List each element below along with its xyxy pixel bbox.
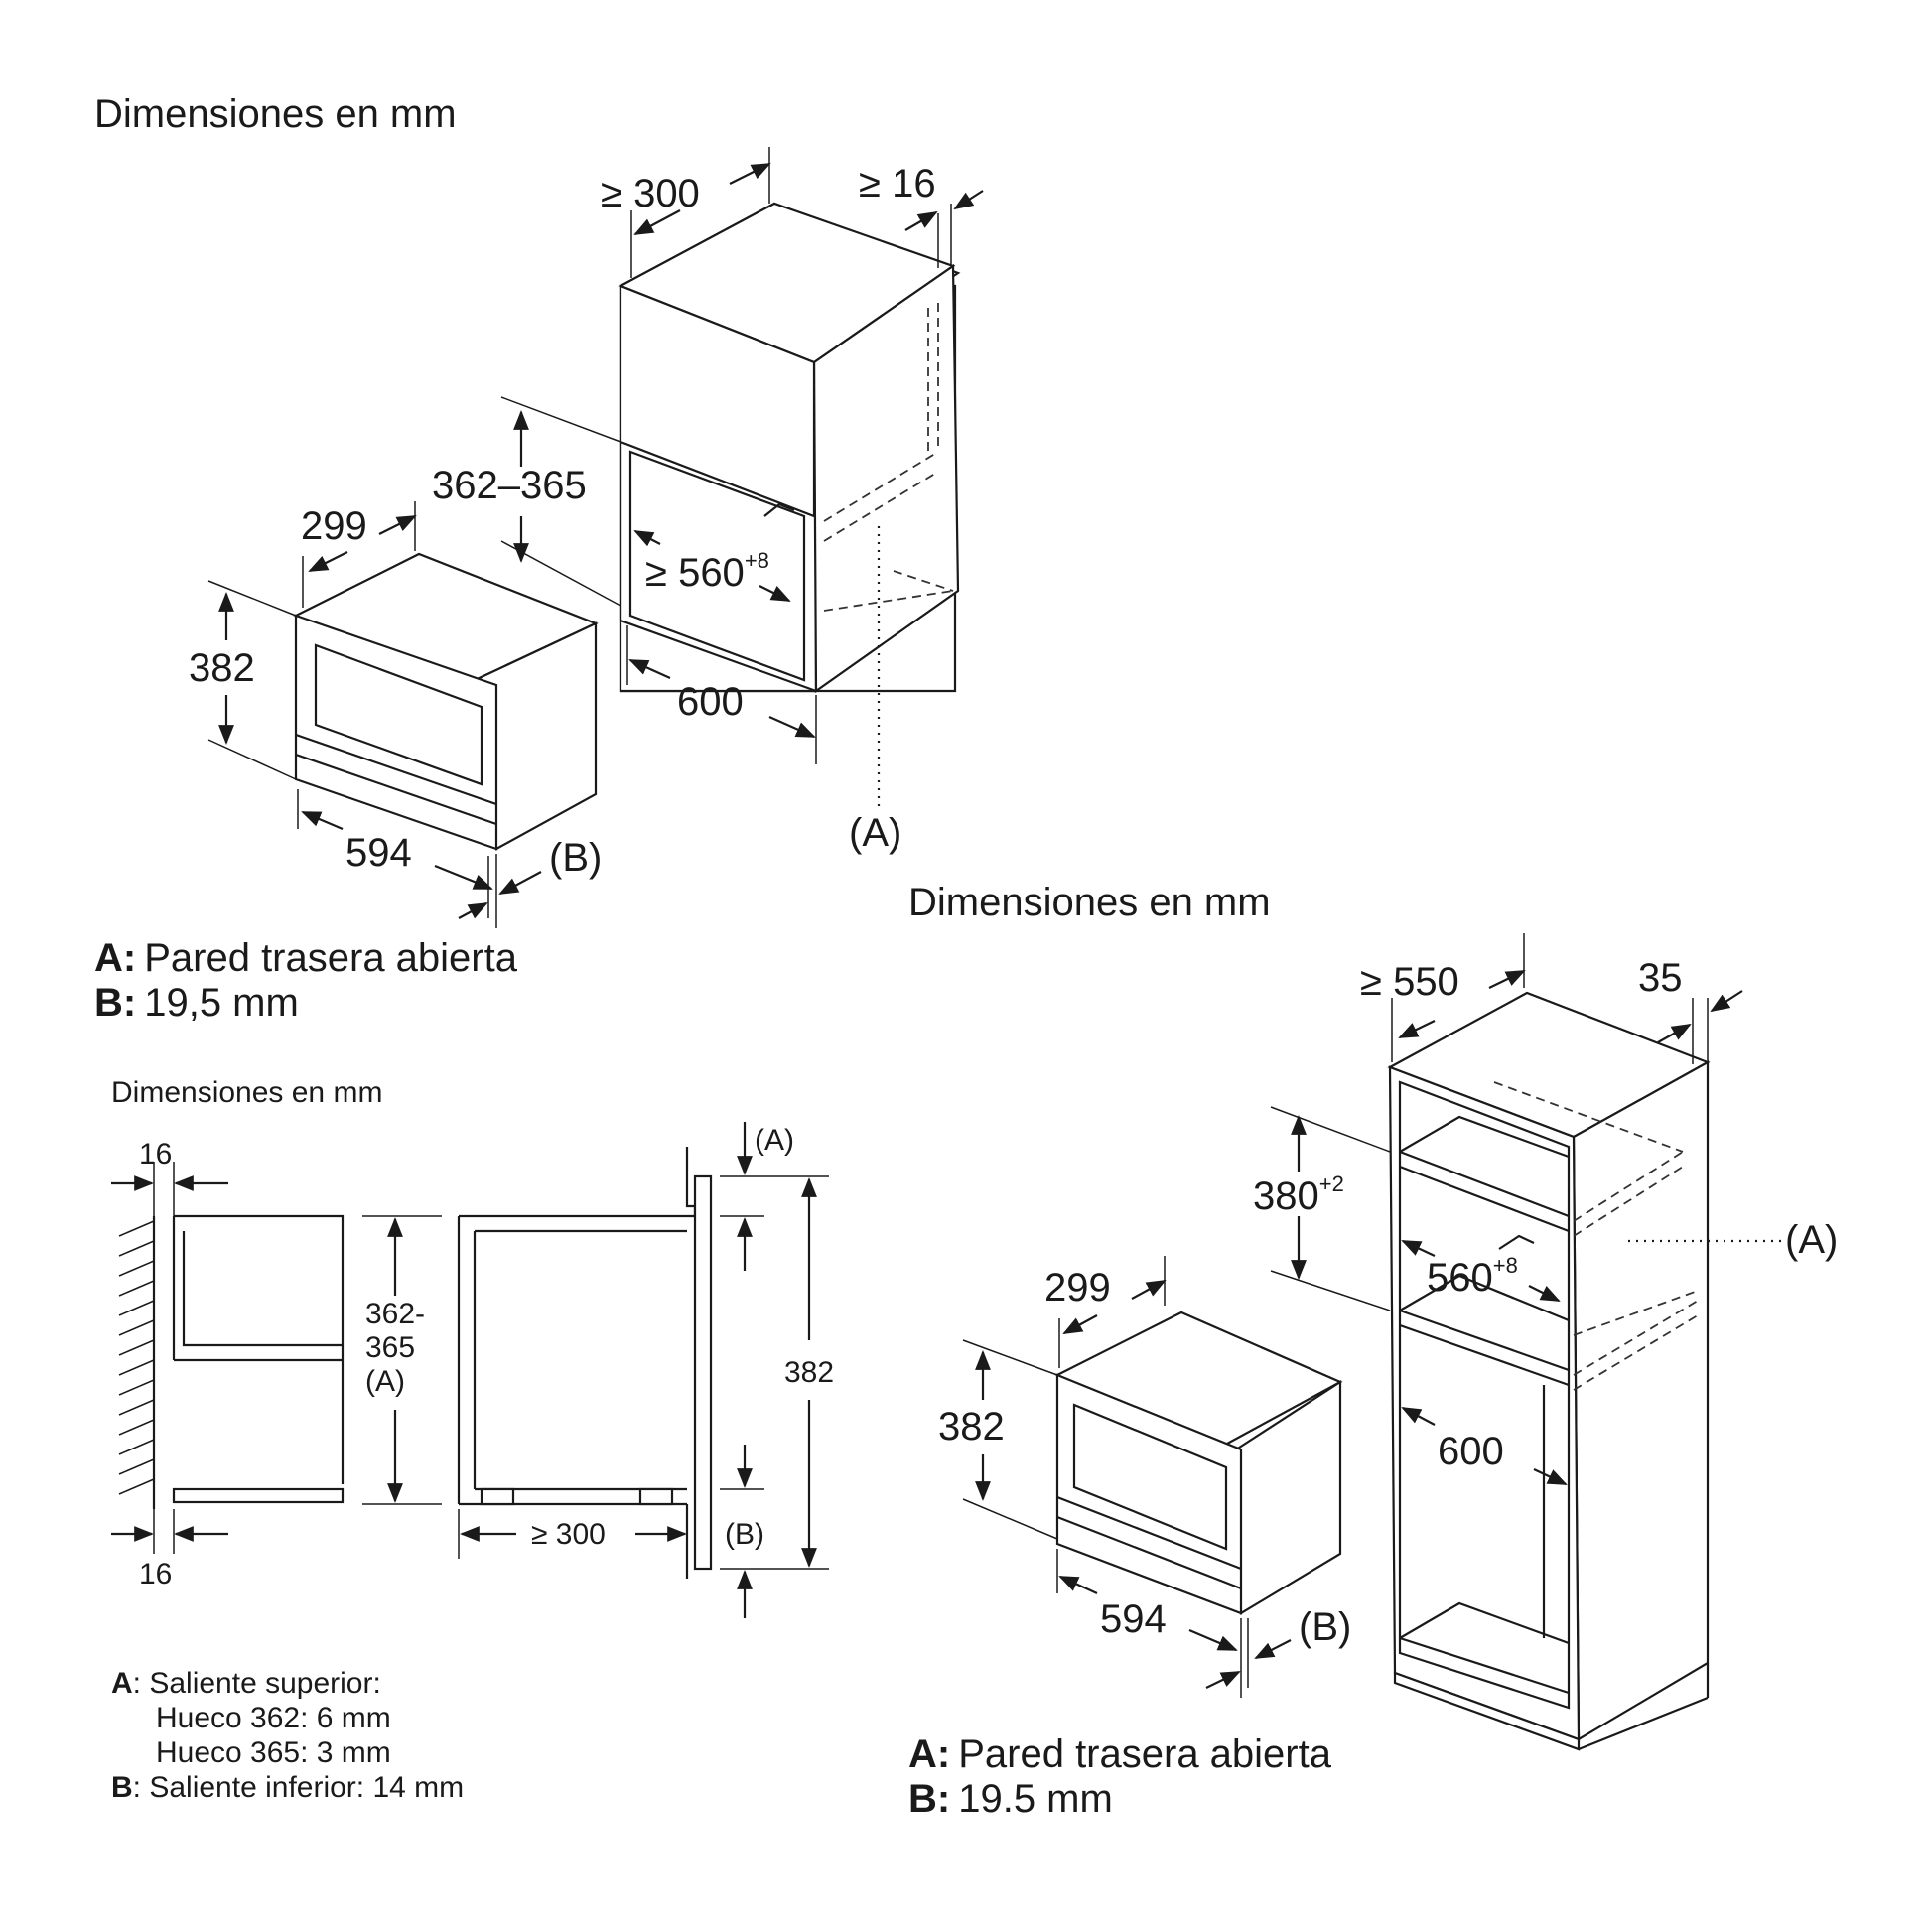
bottom-right-diagram: Dimensiones en mm bbox=[908, 881, 1838, 1821]
legend-a-line2: Hueco 362: 6 mm bbox=[156, 1702, 391, 1734]
dim-niche-h3: (A) bbox=[365, 1365, 405, 1398]
marker-b-bottom-right: (B) bbox=[1299, 1605, 1351, 1649]
dim-tall-niche-width: 560+8 bbox=[1427, 1253, 1518, 1300]
dim-cab-side: ≥ 16 bbox=[859, 162, 936, 206]
dim-wall-top: 16 bbox=[139, 1138, 172, 1171]
legend-b-line: B: Saliente inferior: 14 mm bbox=[111, 1771, 464, 1804]
dim-app-depth-b: 299 bbox=[1044, 1266, 1111, 1310]
legend-b-top-left: B:19,5 mm bbox=[94, 981, 299, 1025]
dim-tall-cab-side: 35 bbox=[1638, 956, 1683, 1000]
dim-tall-niche-height: 380+2 bbox=[1253, 1172, 1344, 1218]
dim-wall-bottom: 16 bbox=[139, 1558, 172, 1590]
dim-niche-height: 362–365 bbox=[432, 464, 587, 507]
dim-cab-width: 600 bbox=[677, 680, 744, 724]
top-left-title: Dimensiones en mm bbox=[94, 92, 457, 136]
dim-app-height-section: 382 bbox=[784, 1356, 834, 1389]
dim-niche-h1: 362- bbox=[365, 1298, 425, 1330]
dim-app-height: 382 bbox=[189, 646, 255, 690]
dim-app-height-b: 382 bbox=[938, 1405, 1005, 1449]
dim-depth: ≥ 300 bbox=[531, 1518, 606, 1551]
tall-cabinet bbox=[1387, 991, 1782, 1751]
legend-a-line3: Hueco 365: 3 mm bbox=[156, 1736, 391, 1769]
bottom-left-diagram: Dimensiones en mm 16 bbox=[111, 1076, 834, 1804]
appliance-microwave-bottom bbox=[1054, 1311, 1343, 1615]
marker-a-bottom-right: (A) bbox=[1785, 1218, 1838, 1262]
dim-tall-cab-depth: ≥ 550 bbox=[1360, 960, 1459, 1004]
marker-b-top-left: (B) bbox=[549, 836, 602, 880]
legend-b-bottom-right: B:19.5 mm bbox=[908, 1777, 1113, 1821]
dim-cab-depth: ≥ 300 bbox=[601, 172, 700, 215]
dim-tall-cab-width: 600 bbox=[1438, 1430, 1504, 1473]
dim-app-width-b: 594 bbox=[1100, 1597, 1167, 1641]
dim-app-width: 594 bbox=[345, 831, 412, 875]
marker-b-bottom-left: (B) bbox=[725, 1518, 764, 1551]
legend-a-bottom-right: A:Pared trasera abierta bbox=[908, 1732, 1332, 1776]
legend-a-top-left: A:Pared trasera abierta bbox=[94, 936, 518, 980]
top-left-diagram: Dimensiones en mm bbox=[94, 92, 984, 1025]
bottom-right-title: Dimensiones en mm bbox=[908, 881, 1271, 924]
marker-a-top-left: (A) bbox=[849, 811, 901, 855]
dim-niche-width: ≥ 560+8 bbox=[645, 548, 769, 595]
wall-hatching bbox=[118, 1216, 156, 1509]
appliance-microwave-top bbox=[293, 552, 599, 851]
dim-niche-h2: 365 bbox=[365, 1331, 415, 1364]
dim-app-depth: 299 bbox=[301, 504, 367, 548]
legend-a-line1: A: Saliente superior: bbox=[111, 1667, 381, 1700]
wall-cabinet bbox=[618, 202, 961, 809]
bottom-left-title: Dimensiones en mm bbox=[111, 1076, 382, 1109]
marker-a-bottom-left: (A) bbox=[755, 1124, 794, 1157]
